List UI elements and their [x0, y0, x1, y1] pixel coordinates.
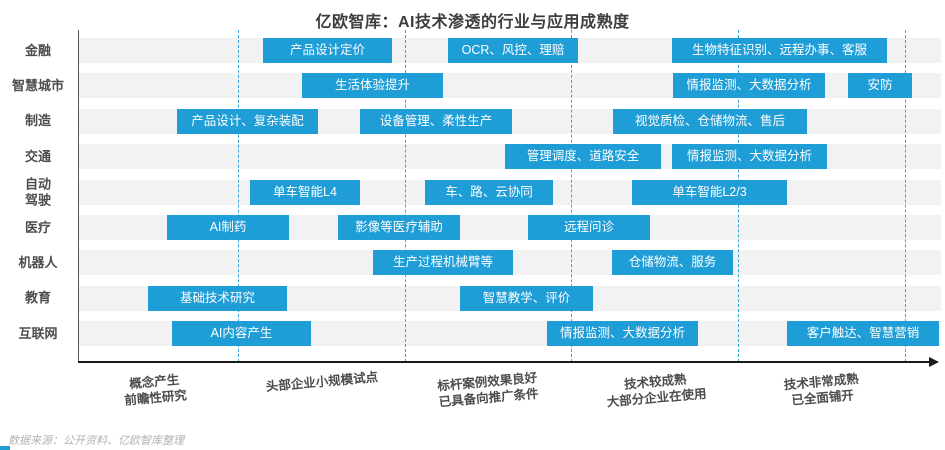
- application-box: 设备管理、柔性生产: [360, 108, 512, 134]
- y-axis-line: [78, 30, 79, 362]
- application-box: 情报监测、大数据分析: [673, 73, 825, 99]
- application-box: AI内容产生: [172, 321, 311, 347]
- application-box: 生活体验提升: [302, 73, 443, 99]
- industry-label: 金融: [24, 42, 51, 58]
- industry-label: 自动 驾驶: [24, 176, 51, 208]
- application-box: 产品设计定价: [263, 38, 392, 63]
- chart-title: 亿欧智库：AI技术渗透的行业与应用成熟度: [315, 14, 630, 31]
- stage-divider-line: [405, 30, 406, 362]
- application-box: 影像等医疗辅助: [338, 215, 460, 240]
- stage-label: 概念产生 前瞻性研究: [123, 372, 188, 408]
- application-box: 车、路、云协同: [425, 179, 553, 205]
- stage-divider-line: [571, 30, 572, 362]
- footer-brand-bar: [0, 446, 10, 450]
- application-box: 安防: [848, 73, 912, 99]
- industry-label: 医疗: [24, 219, 51, 235]
- application-box: 视觉质检、仓储物流、售后: [613, 108, 807, 134]
- application-box: 智慧教学、评价: [460, 285, 593, 311]
- industry-label: 互联网: [18, 325, 58, 341]
- application-box: 仓储物流、服务: [612, 250, 733, 276]
- stage-label: 头部企业小规模试点: [265, 370, 379, 394]
- application-box: 管理调度、道路安全: [505, 144, 661, 170]
- source-note: 数据来源：公开资料、亿欧智库整理: [8, 435, 184, 447]
- stage-divider-line: [238, 30, 239, 362]
- application-box: 情报监测、大数据分析: [547, 321, 698, 347]
- industry-label: 智慧城市: [11, 78, 64, 94]
- application-box: AI制药: [167, 215, 289, 240]
- application-box: 客户触达、智慧营销: [787, 321, 939, 347]
- application-box: 产品设计、复杂装配: [177, 108, 318, 134]
- stage-label: 标杆案例效果良好 已具备向推广条件: [436, 370, 540, 410]
- industry-label: 教育: [24, 290, 51, 306]
- application-box: 单车智能L4: [250, 179, 360, 205]
- industry-label: 制造: [24, 113, 51, 129]
- application-box: 生产过程机械臂等: [373, 250, 513, 276]
- stage-label: 技术较成熟 大部分企业在使用: [606, 372, 708, 410]
- application-box: 单车智能L2/3: [632, 179, 787, 205]
- application-box: 生物特征识别、远程办事、客服: [672, 38, 887, 63]
- application-box: 情报监测、大数据分析: [672, 144, 827, 170]
- application-box: OCR、风控、理赔: [448, 38, 578, 63]
- stage-divider-line: [905, 30, 906, 362]
- stage-label: 技术非常成熟 已全面铺开: [783, 371, 860, 408]
- industry-label: 交通: [24, 148, 51, 164]
- x-axis-line: [78, 361, 931, 363]
- industry-label: 机器人: [18, 255, 58, 271]
- application-box: 远程问诊: [528, 215, 650, 240]
- x-axis-arrow-icon: [929, 357, 939, 367]
- application-box: 基础技术研究: [148, 285, 287, 311]
